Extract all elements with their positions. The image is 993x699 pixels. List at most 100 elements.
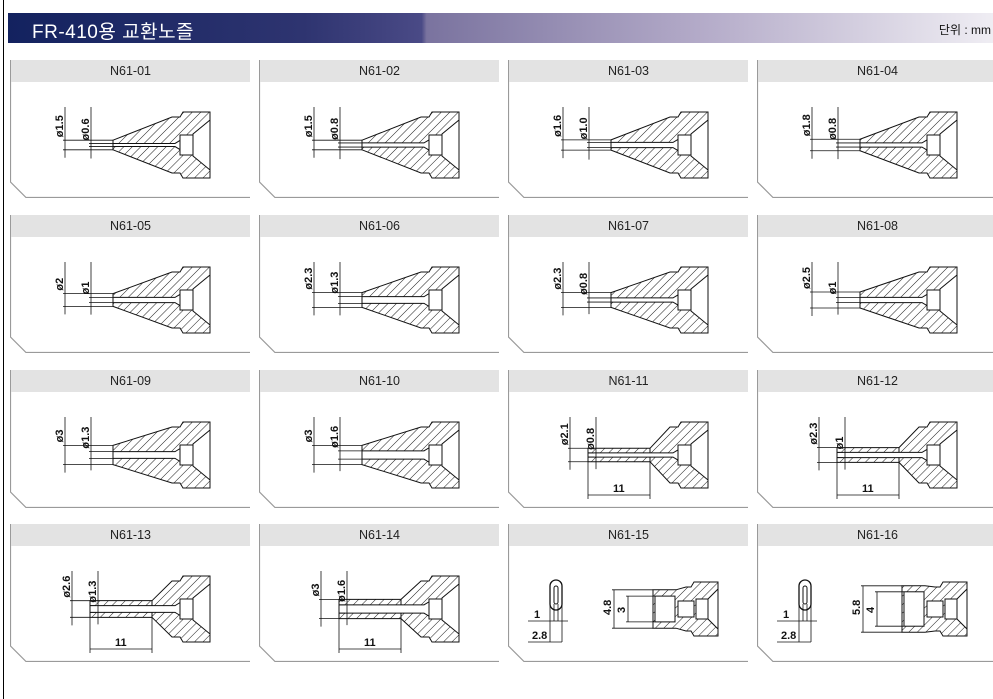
outer-diameter-label: ø3: [310, 584, 322, 597]
nozzle-socket: [441, 273, 460, 327]
outer-diameter-label: ø2.3: [303, 268, 315, 290]
nozzle-chamber: [677, 444, 692, 466]
outer-diameter-label: ø1.5: [54, 115, 66, 137]
slot-length-label: 2.8: [532, 630, 547, 642]
nozzle-cavity: [944, 598, 958, 620]
nozzle-code: N61-09: [11, 370, 250, 392]
card-frame: [757, 60, 993, 198]
nozzle-code: N61-12: [758, 370, 993, 392]
nozzle-bore: [654, 595, 676, 623]
inner-diameter-label: ø1.3: [87, 581, 99, 603]
nozzle-socket: [192, 582, 211, 636]
nozzle-code: N61-02: [260, 60, 499, 82]
inner-diameter-label: ø0.8: [329, 118, 341, 140]
nozzle-socket: [939, 118, 958, 172]
inner-diameter-label: ø0.8: [827, 118, 839, 140]
outer-diameter-label: ø2.1: [559, 423, 571, 445]
nozzle-chamber: [179, 134, 194, 156]
nozzle-code: N61-10: [260, 370, 499, 392]
card-frame: [10, 524, 250, 662]
nozzle-drawing: ø2.1 ø0.8 11: [559, 417, 709, 499]
nozzle-code: N61-01: [11, 60, 250, 82]
card-frame: [757, 215, 993, 353]
inner-diameter-label: ø0.8: [585, 428, 597, 450]
card-frame: [508, 524, 748, 662]
nozzle-code: N61-13: [11, 524, 250, 546]
inner-diameter-label: ø1.0: [578, 117, 590, 139]
nozzle-chamber: [179, 289, 194, 311]
nozzle-socket: [192, 428, 211, 482]
nozzle-chamber: [926, 600, 944, 618]
card-frame: [10, 215, 250, 353]
inner-diameter-label: ø0.8: [578, 273, 590, 295]
nozzle-socket: [690, 273, 709, 327]
nozzle-chamber: [428, 444, 443, 466]
slot-width-label: 1: [534, 609, 540, 621]
inner-diameter-label: ø1: [834, 437, 846, 450]
nozzle-drawing: ø1.8 ø0.8: [801, 107, 958, 179]
nozzle-code: N61-07: [509, 215, 748, 237]
nozzle-card: N61-04 ø1.8 ø0.8: [757, 60, 993, 198]
nozzle-code: N61-15: [509, 524, 748, 546]
section-header: FR-410용 교환노즐 단위 : mm: [8, 13, 993, 43]
nozzle-drawing: ø2.3 ø1.3: [303, 262, 460, 334]
nozzle-socket: [939, 428, 958, 482]
inner-diameter-label: ø1.3: [80, 427, 92, 449]
nozzle-code: N61-03: [509, 60, 748, 82]
card-frame: [259, 60, 499, 198]
inner-diameter-label: ø1: [80, 282, 92, 295]
nozzle-socket: [192, 273, 211, 327]
outer-diameter-label: ø3: [303, 430, 315, 443]
section-title: FR-410용 교환노즐: [32, 22, 195, 43]
slot-width-label: 1: [783, 609, 789, 621]
nozzle-chamber: [677, 134, 692, 156]
outer-dimension-label: 4.8: [602, 600, 614, 615]
slot-hole: [802, 585, 808, 605]
card-frame: [757, 370, 993, 508]
nozzle-cavity: [695, 598, 709, 620]
card-frame: [259, 215, 499, 353]
nozzle-socket: [441, 582, 460, 636]
nozzle-socket: [441, 118, 460, 172]
card-frame: [10, 370, 250, 508]
nozzle-chamber: [926, 134, 941, 156]
unit-label: 단위 : mm: [938, 23, 991, 37]
nozzle-code: N61-16: [758, 524, 993, 546]
card-frame: [259, 370, 499, 508]
nozzle-chamber: [428, 289, 443, 311]
nozzle-code: N61-05: [11, 215, 250, 237]
inner-diameter-label: ø1.3: [329, 272, 341, 294]
length-label: 11: [613, 483, 625, 495]
outer-dimension-label: 5.8: [851, 600, 863, 615]
outer-diameter-label: ø1.8: [801, 114, 813, 136]
inner-dimension-label: 3: [616, 607, 628, 613]
nozzle-socket: [939, 273, 958, 327]
nozzle-socket: [441, 428, 460, 482]
nozzle-code: N61-04: [758, 60, 993, 82]
slot-length-label: 2.8: [781, 630, 796, 642]
nozzle-chamber: [926, 444, 941, 466]
outer-diameter-label: ø2.3: [552, 268, 564, 290]
nozzle-chamber: [677, 600, 695, 618]
nozzle-chamber: [179, 444, 194, 466]
nozzle-code: N61-11: [509, 370, 748, 392]
nozzle-code: N61-14: [260, 524, 499, 546]
